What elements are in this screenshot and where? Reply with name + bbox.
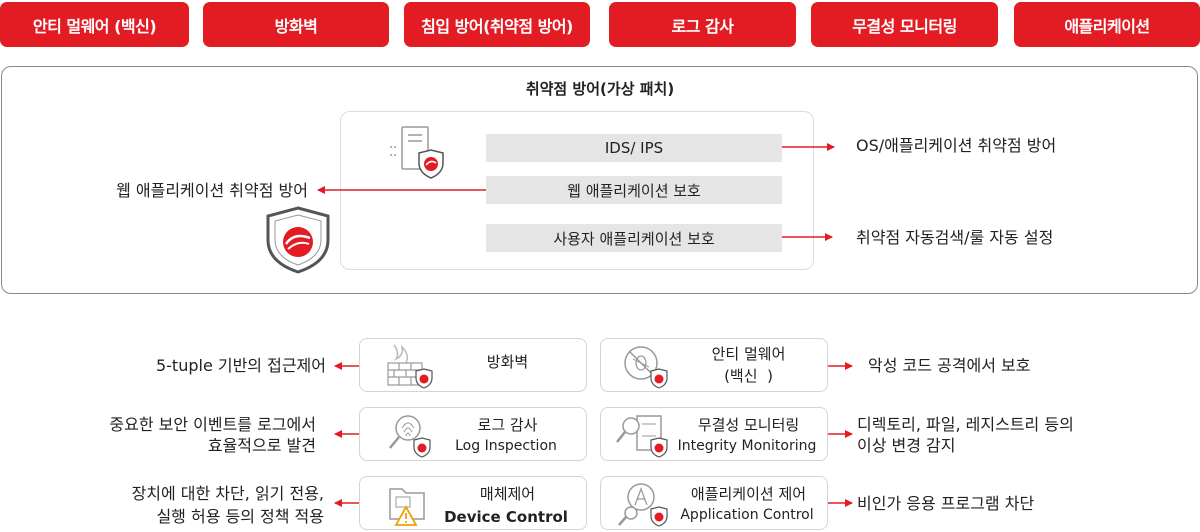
card-integrity-monitoring[interactable]: 무결성 모니터링 Integrity Monitoring: [600, 407, 828, 461]
firewall-title: 방화벽: [486, 353, 529, 371]
folder-warning-icon: [389, 488, 425, 526]
anti-malware-title-2: (백신 ): [724, 367, 773, 385]
bar-web-app-protection: 웹 애플리케이션 보호: [486, 176, 782, 204]
device-title: 매체제어: [479, 485, 536, 503]
card-anti-malware[interactable]: 안티 멀웨어 (백신 ): [600, 338, 828, 392]
bar-ids-ips: IDS/ IPS: [486, 134, 782, 162]
bar-user-app-protection: 사용자 애플리케이션 보호: [486, 224, 782, 252]
log-title: 로그 감사: [477, 416, 538, 434]
label-appcontrol-desc: 비인가 응용 프로그램 차단: [857, 494, 1035, 513]
label-device-desc-2: 실행 허용 등의 정책 적용: [156, 507, 324, 526]
anti-malware-title-1: 안티 멀웨어: [711, 345, 786, 363]
label-log-desc-1: 중요한 보안 이벤트를 로그에서: [109, 415, 316, 434]
card-device-control[interactable]: 매체제어 Device Control: [359, 476, 587, 530]
panel-title: 취약점 방어(가상 패치): [525, 80, 675, 98]
appcontrol-subtitle: Application Control: [680, 507, 814, 523]
tab-anti-malware[interactable]: 안티 멀웨어 (백신): [0, 2, 189, 47]
tab-intrusion-prevention[interactable]: 침입 방어(취약점 방어): [404, 2, 590, 47]
integrity-subtitle: Integrity Monitoring: [677, 438, 817, 454]
label-device-desc-1: 장치에 대한 차단, 읽기 전용,: [131, 484, 324, 503]
card-log-inspection[interactable]: 로그 감사 Log Inspection: [359, 407, 587, 461]
card-firewall[interactable]: 방화벽: [359, 338, 587, 392]
card-application-control[interactable]: 애플리케이션 제어 Application Control: [600, 476, 828, 530]
tab-application[interactable]: 애플리케이션: [1014, 2, 1200, 47]
log-subtitle: Log Inspection: [455, 438, 557, 454]
firewall-brick-icon: [387, 344, 433, 389]
fingerprint-magnifier-icon: [389, 415, 431, 458]
label-log-desc-2: 효율적으로 발견: [207, 436, 316, 455]
server-shield-icon: [390, 126, 444, 179]
vulnerability-protection-panel: [1, 66, 1198, 294]
trend-shield-icon: [266, 206, 330, 274]
label-auto-rule: 취약점 자동검색/룰 자동 설정: [856, 228, 1054, 247]
app-magnifier-icon: [618, 483, 668, 527]
tab-firewall[interactable]: 방화벽: [203, 2, 389, 47]
label-os-app-vuln: OS/애플리케이션 취약점 방어: [856, 136, 1057, 155]
label-integrity-desc-1: 디렉토리, 파일, 레지스트리 등의: [857, 415, 1074, 434]
integrity-title: 무결성 모니터링: [697, 416, 800, 434]
device-subtitle: Device Control: [444, 508, 568, 526]
label-web-app-vuln: 웹 애플리케이션 취약점 방어: [116, 181, 308, 200]
label-firewall-desc: 5-tuple 기반의 접근제어: [155, 356, 326, 375]
document-magnifier-icon: [616, 415, 668, 458]
bug-block-icon: [624, 346, 668, 389]
appcontrol-title: 애플리케이션 제어: [690, 485, 807, 503]
label-integrity-desc-2: 이상 변경 감지: [857, 436, 956, 455]
tab-integrity-monitoring[interactable]: 무결성 모니터링: [811, 2, 998, 47]
tab-log-inspection[interactable]: 로그 감사: [609, 2, 796, 47]
label-antimalware-desc: 악성 코드 공격에서 보호: [868, 356, 1031, 375]
